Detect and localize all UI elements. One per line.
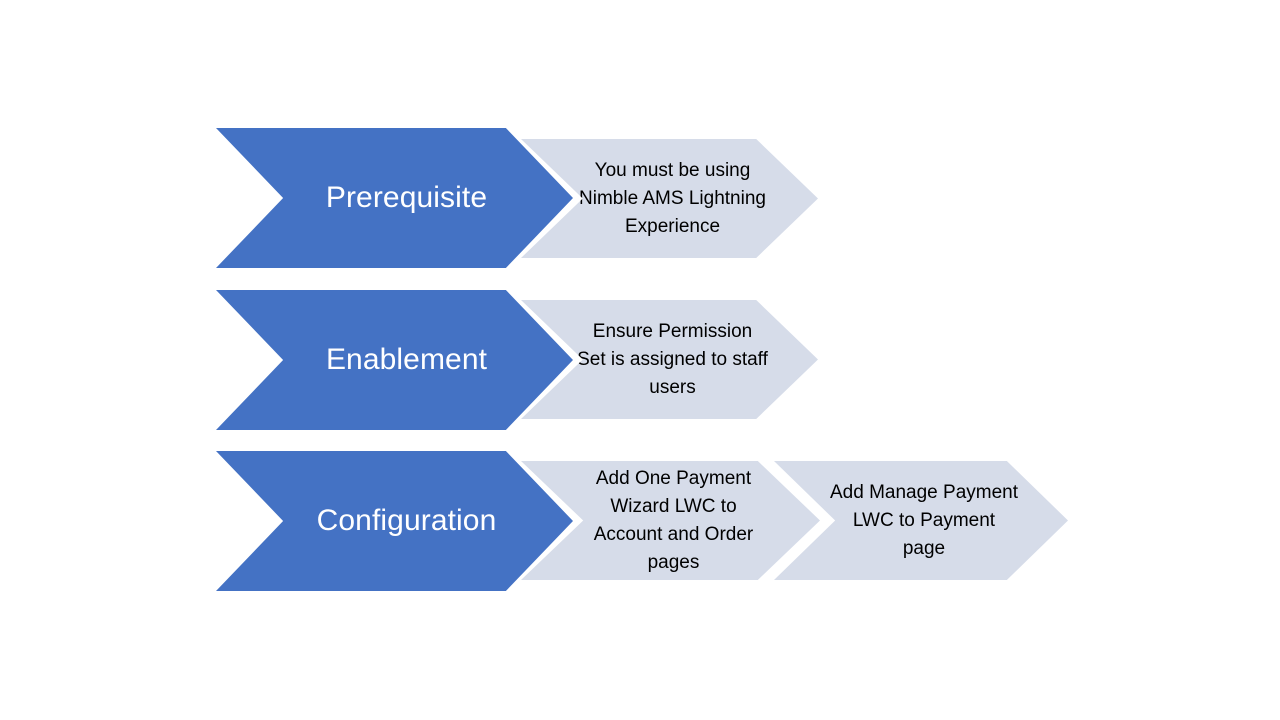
stage-chevron-enablement[interactable]: Enablement <box>216 290 573 430</box>
stage-label-configuration: Configuration <box>316 504 497 537</box>
step-text-enablement-1: Ensure Permission Set is assigned to sta… <box>577 320 768 398</box>
step-chevron-configuration-2[interactable]: Add Manage Payment LWC to Payment page <box>774 461 1068 580</box>
stage-label-enablement: Enablement <box>325 343 488 376</box>
step-text-configuration-1: Add One Payment Wizard LWC to Account an… <box>593 467 754 573</box>
stage-chevron-configuration[interactable]: Configuration <box>216 451 573 591</box>
stage-chevron-prerequisite[interactable]: Prerequisite <box>216 128 573 268</box>
step-text-configuration-2: Add Manage Payment LWC to Payment page <box>830 481 1019 559</box>
step-text-prerequisite-1: You must be using Nimble AMS Lightning E… <box>579 159 766 237</box>
stage-label-prerequisite: Prerequisite <box>325 181 488 214</box>
